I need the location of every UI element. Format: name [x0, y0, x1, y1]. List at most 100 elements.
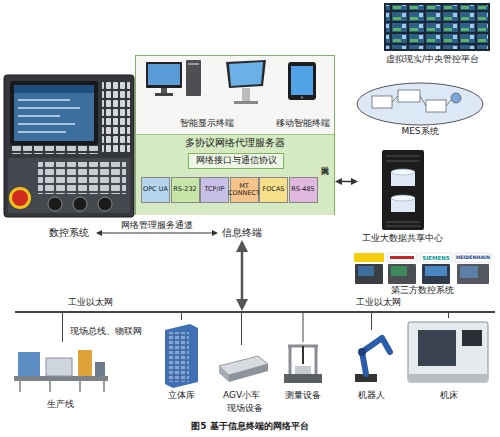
connector-line [100, 233, 215, 234]
protocol-tag: RS-485 [289, 177, 318, 203]
line-cabinet [95, 362, 105, 376]
mes-module [372, 96, 392, 108]
mes-links [392, 96, 451, 106]
platform-node: 虚拟现实/中央管控平台 [370, 1, 495, 68]
monitor-base [155, 93, 173, 96]
node-label: 测量设备 [278, 390, 328, 400]
conveyor-legs [20, 381, 104, 392]
connector-line [241, 247, 244, 304]
network-note: 现场总线、物联网 [64, 326, 148, 336]
node-label: 移动智能终端 [273, 118, 333, 128]
node-label: 多协议网络代理服务器 [136, 138, 334, 149]
node-label: TCP/IP [204, 186, 224, 193]
field-device: 机器人 [345, 330, 398, 402]
brand-logo-text: HEIDENHAIN [455, 255, 491, 261]
field-device: 机床 [405, 318, 492, 402]
kiosk-base [234, 101, 258, 104]
database-top [391, 169, 415, 175]
mes-module [426, 100, 446, 112]
protocol-tag: FOCAS [259, 177, 288, 203]
node-label: OPC UA [143, 186, 168, 193]
tablet-screen [291, 66, 313, 95]
machine-panel [462, 330, 482, 346]
brand-logo [387, 253, 417, 262]
cmm-bridge [288, 346, 318, 374]
protocol-tag: MT CONNECT [230, 177, 259, 203]
node-label: MES系统 [355, 126, 485, 136]
terminal-box-fill [135, 55, 335, 215]
server-slots [386, 156, 420, 226]
node-label: AGV小车 [213, 390, 270, 400]
kiosk-frame [226, 60, 266, 88]
terminal-box: 智能显示终端移动智能终端多协议网络代理服务器以太网网络接口与通信协议OPC UA… [135, 55, 335, 215]
node-label: 智能显示终端 [157, 118, 257, 128]
mes-icon [451, 93, 461, 103]
warehouse-body [165, 324, 198, 388]
kiosk-stand [242, 88, 250, 102]
connector-label: 网络管理服务通道 [107, 220, 207, 230]
conveyor [14, 376, 108, 381]
brand-logo-text: SIEMENS [420, 255, 452, 261]
brand-logo [455, 253, 491, 262]
connector-line [448, 313, 449, 318]
line-machine [18, 352, 40, 376]
cnc-mini-panel [422, 264, 450, 284]
cnc-screen [14, 85, 94, 141]
cnc-knob [98, 197, 112, 211]
node-label: 工业大数据共享中心 [358, 234, 446, 244]
platform-tiles [386, 5, 488, 49]
figure-caption: 图5 基于信息终端的网络平台 [0, 421, 500, 431]
kiosk-screen [229, 62, 263, 86]
node-label: 第三方数控系统 [350, 285, 495, 295]
machine-body [408, 322, 488, 382]
cnc-knob [73, 197, 87, 211]
connector-line [62, 313, 63, 342]
node-label: 机床 [405, 390, 492, 400]
cnc-mini-screen [460, 266, 478, 278]
pc-drive [188, 63, 199, 65]
connector-line [371, 313, 372, 330]
node-label: 机器人 [345, 390, 398, 400]
field-device: 立体库 [158, 320, 205, 402]
cmm-probe [302, 346, 304, 364]
tablet-frame [288, 62, 316, 100]
node-label: 信息终端 [222, 228, 262, 239]
info-terminal-node: 信息终端 [218, 226, 266, 240]
protocol-tag: TCP/IP [200, 177, 229, 203]
mes-module [398, 90, 420, 102]
connector-line [181, 313, 182, 320]
cnc-screen-header [14, 85, 94, 93]
cnc-mini-panel [388, 264, 416, 284]
node-label: 立体库 [158, 390, 205, 400]
pc-tower [186, 60, 201, 96]
connector-line [241, 313, 242, 345]
brand-logo-bar [390, 256, 414, 259]
robot-joint [358, 348, 366, 356]
node-label: 网络接口与通信协议 [196, 156, 277, 166]
cmm-base [284, 374, 322, 383]
node-label: FOCAS [263, 186, 285, 193]
cnc-keypad [102, 81, 130, 153]
line-machine [46, 358, 72, 376]
platform-screen [384, 3, 490, 51]
line-machine [78, 350, 92, 376]
ethernet-bus: 工业以太网工业以太网 [15, 311, 495, 313]
node-label: 生产线 [10, 399, 110, 409]
machine-window [418, 330, 456, 366]
cnc-mini-screen [425, 266, 447, 276]
cnc-mini-screen [391, 266, 407, 276]
cnc-bezel [10, 81, 98, 145]
protocol-tag: RS-232 [171, 177, 200, 203]
cnc-system-node: 数控系统 [42, 226, 96, 240]
monitor-frame [146, 62, 182, 88]
machine-base [408, 374, 488, 382]
brand-logo [354, 253, 384, 262]
protocol-tag: OPC UA [141, 177, 170, 203]
database-top [391, 195, 415, 201]
field-device: 生产线 [10, 342, 110, 412]
robot-arm [362, 338, 390, 374]
brand-logo [420, 253, 452, 262]
node-label: RS-232 [173, 186, 196, 193]
